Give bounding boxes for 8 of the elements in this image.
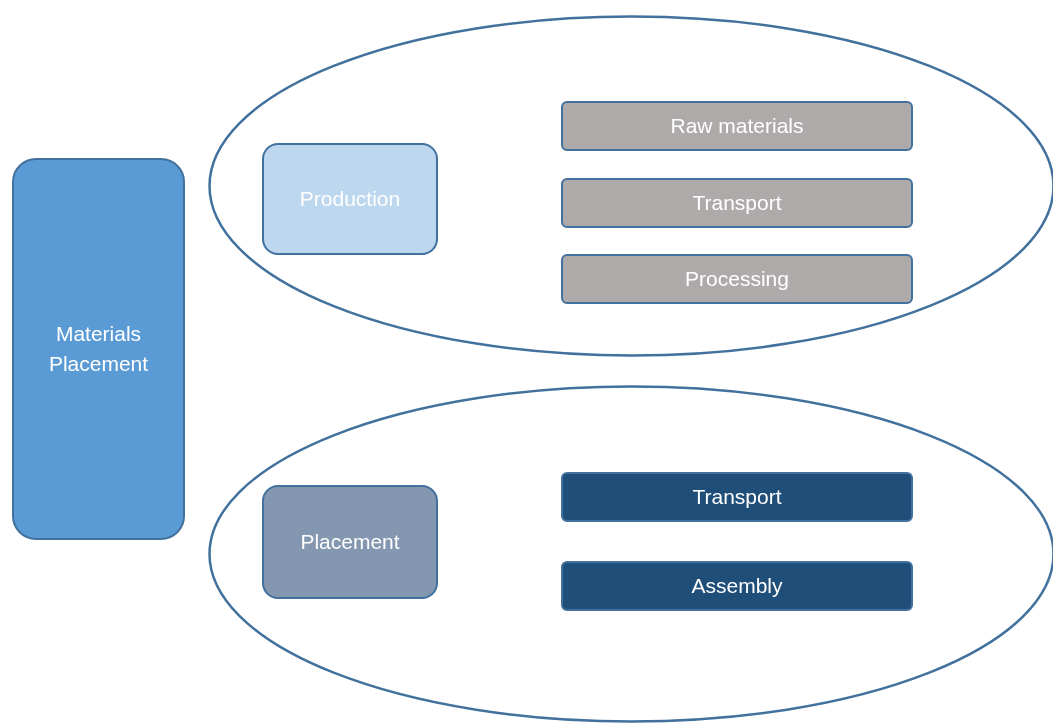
step-box: Transport: [561, 178, 913, 228]
step-box: Processing: [561, 254, 913, 304]
step-box: Transport: [561, 472, 913, 522]
category-box: Materials Placement: [12, 158, 185, 540]
category-box: Placement: [262, 485, 438, 599]
step-box: Raw materials: [561, 101, 913, 151]
category-box: Production: [262, 143, 438, 255]
step-box: Assembly: [561, 561, 913, 611]
